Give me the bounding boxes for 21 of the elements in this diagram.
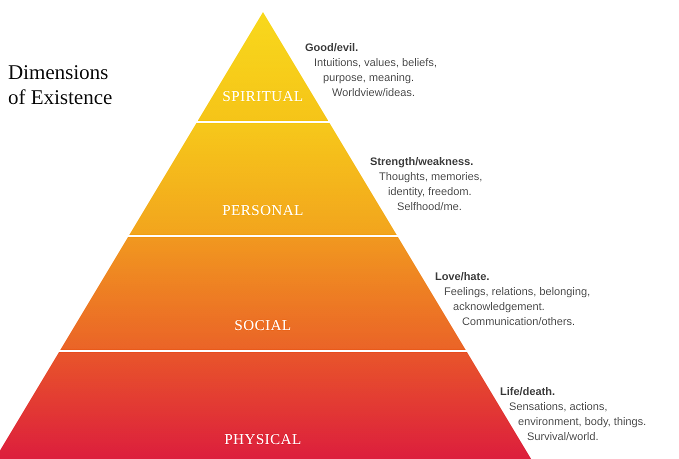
description-text: Survival/world.: [527, 430, 599, 445]
description-text: Feelings, relations, belonging,: [444, 285, 590, 300]
description-heading: Strength/weakness.: [370, 155, 474, 170]
description-text: acknowledgement.: [452, 300, 545, 315]
description-text: Communication/others.: [462, 315, 576, 330]
description-text: identity, freedom.: [388, 185, 472, 200]
description-heading: Love/hate.: [434, 270, 490, 285]
level-label: PHYSICAL: [224, 432, 302, 449]
description-text: environment, body, things.: [518, 415, 646, 430]
description-text: Worldview/ideas.: [332, 86, 415, 101]
diagram-title: Dimensions of Existence: [8, 60, 114, 110]
level-label: SPIRITUAL: [222, 89, 304, 106]
level-label: SOCIAL: [234, 318, 292, 335]
description-text: Sensations, actions,: [509, 400, 608, 415]
description-text: Selfhood/me.: [396, 200, 462, 215]
level-label: PERSONAL: [222, 203, 304, 220]
description-heading: Good/evil.: [304, 41, 358, 56]
description-text: purpose, meaning.: [322, 71, 414, 86]
description-text: Thoughts, memories,: [378, 170, 482, 185]
description-heading: Life/death.: [500, 385, 556, 400]
description-text: Intuitions, values, beliefs,: [314, 56, 437, 71]
